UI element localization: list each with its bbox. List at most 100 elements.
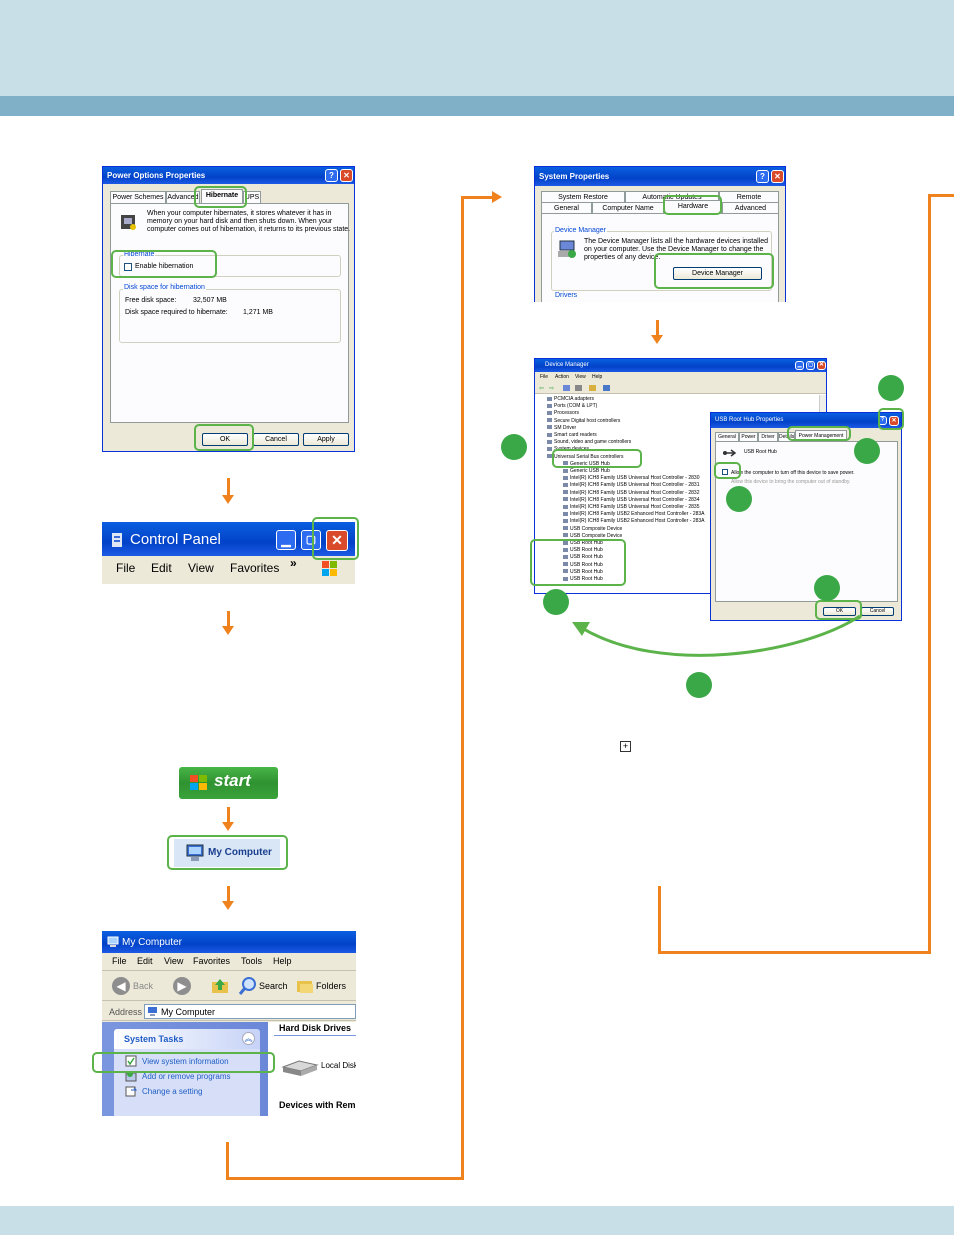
tree-item[interactable]: Processors [547, 410, 579, 416]
tab-hibernate[interactable]: Hibernate [201, 189, 243, 203]
forward-arrow-icon[interactable]: ⇨ [549, 386, 555, 392]
menu-action[interactable]: Action [555, 374, 569, 380]
help-button[interactable]: ? [325, 169, 338, 182]
search-icon[interactable] [238, 976, 258, 996]
allow-off-checkbox[interactable] [722, 469, 728, 475]
up-folder-icon[interactable] [210, 976, 230, 996]
enable-hibernation-checkbox[interactable] [124, 263, 132, 271]
power-options-window: Power Options Properties ? ✕ Power Schem… [102, 166, 355, 452]
tree-item-label: USB Root Hub [570, 547, 603, 554]
menu-more[interactable]: » [290, 556, 297, 570]
tab-driver[interactable]: Driver [758, 432, 778, 441]
view-system-information-link[interactable]: View system information [142, 1057, 229, 1066]
tree-item[interactable]: USB Composite Device [563, 533, 622, 539]
ok-button[interactable]: OK [823, 607, 856, 616]
menu-file[interactable]: File [540, 374, 549, 380]
change-setting-link[interactable]: Change a setting [142, 1087, 203, 1096]
local-disk-label[interactable]: Local Disk [321, 1061, 356, 1070]
menu-view[interactable]: View [164, 956, 184, 966]
back-arrow-icon[interactable]: ◀ [112, 977, 130, 995]
menu-file[interactable]: File [116, 561, 136, 575]
start-button[interactable]: start [179, 767, 278, 799]
tree-item[interactable]: USB Root Hub [563, 569, 603, 575]
folders-label[interactable]: Folders [316, 981, 347, 991]
tab-power-management[interactable]: Power Management [795, 430, 847, 441]
tree-item[interactable]: Generic USB Hub [563, 468, 610, 474]
menu-help[interactable]: Help [273, 956, 292, 966]
tree-item[interactable]: Intel(R) ICH8 Family USB Universal Host … [563, 504, 699, 510]
tab-details[interactable]: Details [778, 432, 795, 441]
minimize-icon[interactable]: ▁ [795, 361, 804, 370]
menu-favorites[interactable]: Favorites [193, 956, 231, 966]
tree-item[interactable]: Ports (COM & LPT) [547, 403, 597, 409]
close-button[interactable]: ✕ [771, 170, 784, 183]
tree-item[interactable]: USB Root Hub [563, 547, 603, 553]
cancel-button[interactable]: Cancel [253, 433, 299, 446]
tree-item[interactable]: Generic USB Hub [563, 461, 610, 467]
help-icon[interactable] [589, 385, 596, 391]
tree-item[interactable]: USB Root Hub [563, 540, 603, 546]
maximize-icon[interactable]: ▢ [806, 361, 815, 370]
tree-item[interactable]: Intel(R) ICH8 Family USB Universal Host … [563, 490, 699, 496]
tree-item[interactable]: Intel(R) ICH8 Family USB Universal Host … [563, 497, 699, 503]
tree-item[interactable]: PCMCIA adapters [547, 396, 594, 402]
arrow-stem [227, 807, 230, 823]
menu-edit[interactable]: Edit [151, 561, 172, 575]
menu-edit[interactable]: Edit [137, 956, 153, 966]
menu-view[interactable]: View [575, 374, 586, 380]
tab-advanced[interactable]: Advanced [166, 191, 200, 203]
return-arrow-icon [572, 614, 861, 657]
forward-arrow-icon[interactable]: ▶ [173, 977, 191, 995]
tree-item[interactable]: Smart card readers [547, 432, 597, 438]
tab-system-restore[interactable]: System Restore [541, 191, 625, 203]
back-label[interactable]: Back [133, 981, 154, 991]
local-disk-icon[interactable] [281, 1057, 319, 1079]
tree-item[interactable]: Universal Serial Bus controllers [547, 454, 623, 460]
print-icon[interactable] [575, 385, 582, 391]
close-icon[interactable]: ✕ [326, 530, 348, 551]
scan-icon[interactable] [603, 385, 610, 391]
back-arrow-icon[interactable]: ⇦ [539, 386, 545, 392]
my-computer-shortcut[interactable]: My Computer [174, 839, 280, 867]
tab-ups[interactable]: UPS [243, 191, 261, 203]
apply-button[interactable]: Apply [303, 433, 349, 446]
tree-item[interactable]: USB Root Hub [563, 562, 603, 568]
tree-item[interactable]: Secure Digital host controllers [547, 418, 620, 424]
menu-favorites[interactable]: Favorites [230, 561, 280, 575]
tab-general[interactable]: General [541, 202, 592, 214]
menu-help[interactable]: Help [592, 374, 603, 380]
tree-item[interactable]: SM Driver [547, 425, 576, 431]
tree-item[interactable]: Sound, video and game controllers [547, 439, 631, 445]
connector-line [226, 1177, 464, 1180]
device-manager-button[interactable]: Device Manager [673, 267, 762, 280]
menu-tools[interactable]: Tools [241, 956, 263, 966]
tab-power[interactable]: Power [739, 432, 758, 441]
tab-advanced[interactable]: Advanced [722, 202, 779, 214]
ok-button[interactable]: OK [202, 433, 248, 446]
tree-item[interactable]: Intel(R) ICH8 Family USB Universal Host … [563, 475, 699, 481]
folders-icon[interactable] [295, 977, 315, 995]
step-marker [878, 375, 904, 401]
close-button[interactable]: ✕ [889, 416, 899, 426]
system-tasks-header[interactable]: System Tasks ︽ [114, 1029, 260, 1049]
tree-item[interactable]: USB Root Hub [563, 576, 603, 582]
tab-general[interactable]: General [715, 432, 739, 441]
close-button[interactable]: ✕ [340, 169, 353, 182]
menu-view[interactable]: View [188, 561, 214, 575]
tree-item[interactable]: USB Root Hub [563, 554, 603, 560]
menu-file[interactable]: File [112, 956, 127, 966]
help-button[interactable]: ? [756, 170, 769, 183]
collapse-chevron-icon[interactable]: ︽ [242, 1032, 255, 1045]
tree-item[interactable]: Intel(R) ICH8 Family USB Universal Host … [563, 482, 699, 488]
search-label[interactable]: Search [259, 981, 288, 991]
close-icon[interactable]: ✕ [817, 361, 826, 370]
minimize-icon[interactable]: ▁ [276, 530, 296, 550]
address-input[interactable]: My Computer [144, 1004, 356, 1019]
maximize-icon[interactable]: ▢ [301, 530, 321, 550]
tree-item[interactable]: Intel(R) ICH8 Family USB2 Enhanced Host … [563, 511, 705, 517]
tab-power-schemes[interactable]: Power Schemes [110, 191, 166, 203]
add-remove-programs-link[interactable]: Add or remove programs [142, 1072, 231, 1081]
tree-item[interactable]: Intel(R) ICH8 Family USB2 Enhanced Host … [563, 518, 705, 524]
tree-item[interactable]: USB Composite Device [563, 526, 622, 532]
properties-icon[interactable] [563, 385, 570, 391]
